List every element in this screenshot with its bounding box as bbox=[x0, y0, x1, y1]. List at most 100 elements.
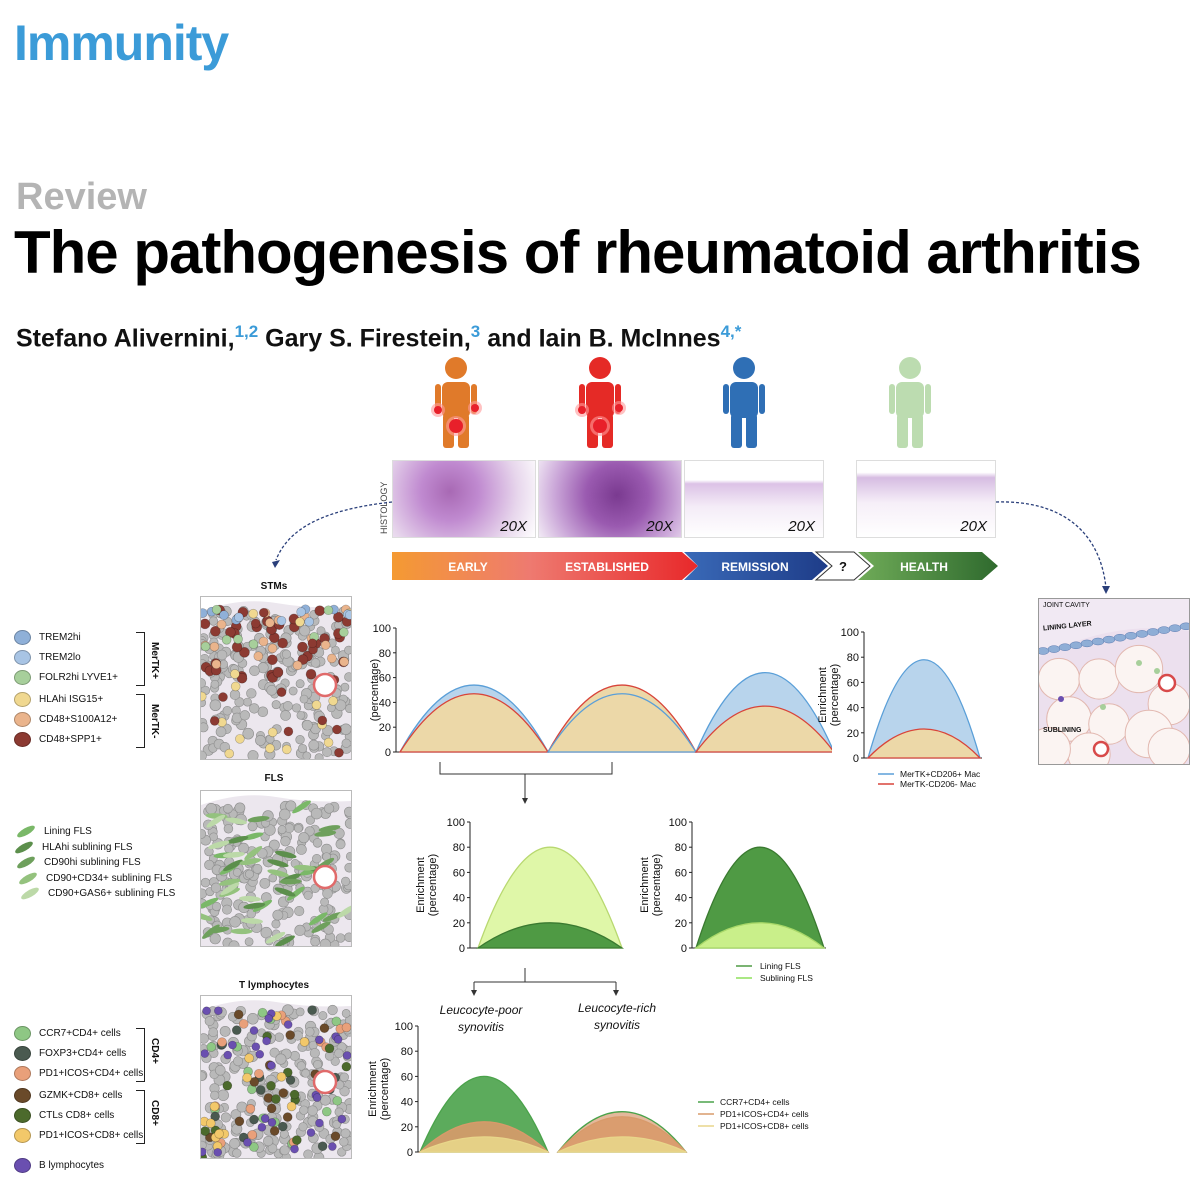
y-tick-label: 20 bbox=[675, 918, 687, 930]
joint-cavity-label: JOINT CAVITY bbox=[1043, 602, 1090, 609]
y-tick-label: 80 bbox=[453, 842, 465, 854]
y-tick-label: 0 bbox=[459, 943, 465, 955]
legend-item: HLAhi sublining FLS bbox=[13, 838, 133, 856]
legend-item: PD1+ICOS+CD4+ cells bbox=[14, 1066, 143, 1081]
tcells-title: T lymphocytes bbox=[238, 980, 310, 991]
legend-label: CCR7+CD4+ cells bbox=[39, 1028, 121, 1039]
area-pd1-icos-cd8-cells bbox=[557, 1136, 687, 1153]
area-established-inner bbox=[546, 693, 698, 753]
legend-label: PD1+ICOS+CD8+ cells bbox=[39, 1130, 144, 1141]
fibroblast-icon bbox=[17, 869, 39, 887]
author-1[interactable]: Stefano Alivernini, bbox=[16, 324, 235, 353]
histology-health: 20X bbox=[856, 460, 996, 538]
y-axis-label: (percentage) bbox=[651, 854, 663, 916]
legend-label: PD1+ICOS+CD4+ cells bbox=[39, 1068, 144, 1079]
cell-type-icon bbox=[14, 1066, 31, 1081]
chart-tcell-subsets: 020406080100Enrichment(percentage)CCR7+C… bbox=[367, 1021, 809, 1159]
y-axis-label: (percentage) bbox=[369, 659, 381, 721]
stage-arrow-unknown bbox=[814, 551, 871, 581]
chart-macrophage-health: 020406080100Enrichment(percentage)MerTK+… bbox=[817, 627, 982, 789]
magnification-label: 20X bbox=[788, 518, 815, 535]
tcells-tissue-illustration bbox=[200, 995, 352, 1159]
legend-item: FOXP3+CD4+ cells bbox=[14, 1046, 126, 1061]
legend-item: CD48+S100A12+ bbox=[14, 712, 117, 727]
fibroblast-icon bbox=[15, 854, 37, 871]
y-tick-label: 0 bbox=[681, 943, 687, 955]
y-tick-label: 20 bbox=[453, 918, 465, 930]
group-label: CD4+ bbox=[149, 1038, 160, 1064]
legend-label: CD48+S100A12+ bbox=[39, 714, 118, 725]
joint-cavity-illustration: JOINT CAVITY LINING LAYER SUBLINING bbox=[1038, 598, 1190, 765]
group-bracket bbox=[136, 1090, 145, 1144]
legend-label: FOXP3+CD4+ cells bbox=[39, 1048, 127, 1059]
legend-label: FOLR2hi LYVE1+ bbox=[39, 672, 119, 683]
author-3-affiliation[interactable]: 4,* bbox=[720, 322, 742, 341]
y-tick-label: 20 bbox=[379, 722, 391, 734]
y-tick-label: 60 bbox=[401, 1071, 413, 1083]
subtitle-leucocyte-rich: Leucocyte-rich synovitis bbox=[552, 1000, 682, 1034]
cell-type-icon bbox=[14, 692, 31, 707]
y-tick-label: 40 bbox=[379, 697, 391, 709]
author-3[interactable]: and Iain B. McInnes bbox=[480, 324, 721, 353]
legend-label: CD90hi sublining FLS bbox=[44, 857, 141, 868]
y-tick-label: 40 bbox=[453, 893, 465, 905]
magnification-label: 20X bbox=[500, 518, 527, 535]
legend-label: MerTK-CD206- Mac bbox=[900, 779, 977, 789]
subtitle-leucocyte-poor: Leucocyte-poor synovitis bbox=[416, 1002, 546, 1036]
cell-type-icon bbox=[14, 1088, 31, 1103]
fibroblast-icon bbox=[15, 823, 37, 840]
y-tick-label: 40 bbox=[675, 893, 687, 905]
y-tick-label: 0 bbox=[385, 747, 391, 759]
y-axis-label: Enrichment bbox=[639, 857, 651, 913]
legend-label: B lymphocytes bbox=[39, 1160, 105, 1171]
chart-fls-rich: 020406080100Enrichment(percentage)Lining… bbox=[639, 817, 826, 983]
legend-item: HLAhi ISG15+ bbox=[14, 692, 103, 707]
area-sublining-fls bbox=[694, 922, 826, 949]
legend-label: CTLs CD8+ cells bbox=[39, 1110, 115, 1121]
stage-arrow-early-established bbox=[392, 552, 698, 580]
legend-item: Lining FLS bbox=[15, 823, 92, 840]
subtitle-line: synovitis bbox=[457, 1020, 504, 1034]
legend-label: GZMK+CD8+ cells bbox=[39, 1090, 123, 1101]
subtitle-line: Leucocyte-poor bbox=[439, 1003, 523, 1017]
cell-type-icon bbox=[14, 712, 31, 727]
area-pd1-icos-cd8-cells bbox=[419, 1136, 549, 1153]
y-axis-label: Enrichment bbox=[415, 857, 427, 913]
author-2-affiliation[interactable]: 3 bbox=[470, 322, 481, 341]
y-tick-label: 80 bbox=[401, 1046, 413, 1058]
y-tick-label: 60 bbox=[675, 867, 687, 879]
legend-label: PD1+ICOS+CD4+ cells bbox=[720, 1109, 809, 1119]
legend-label: CD48+SPP1+ bbox=[39, 734, 102, 745]
author-2[interactable]: Gary S. Firestein, bbox=[258, 324, 471, 353]
patient-figures bbox=[431, 357, 931, 448]
magnification-label: 20X bbox=[960, 518, 987, 535]
legend-label: Lining FLS bbox=[760, 961, 801, 971]
author-1-affiliation[interactable]: 1,2 bbox=[234, 322, 259, 341]
legend-label: MerTK+CD206+ Mac bbox=[900, 769, 981, 779]
fls-title: FLS bbox=[264, 773, 284, 784]
cell-type-icon bbox=[14, 732, 31, 747]
stage-label-health: HEALTH bbox=[900, 560, 948, 574]
area-sublining-fls bbox=[477, 846, 623, 949]
disease-stage-arrows: EARLY ESTABLISHED REMISSION ? HEALTH bbox=[392, 551, 998, 581]
y-tick-label: 80 bbox=[675, 842, 687, 854]
group-bracket bbox=[136, 694, 145, 748]
legend-item: CD90+GAS6+ sublining FLS bbox=[19, 885, 175, 902]
legend-item: FOLR2hi LYVE1+ bbox=[14, 670, 118, 685]
cell-type-icon bbox=[14, 650, 31, 665]
y-axis-label: Enrichment bbox=[817, 667, 829, 723]
stage-arrow-health bbox=[858, 552, 998, 580]
y-tick-label: 60 bbox=[379, 673, 391, 685]
y-tick-label: 60 bbox=[453, 867, 465, 879]
person-icon bbox=[889, 357, 931, 448]
y-axis-label: (percentage) bbox=[427, 854, 439, 916]
legend-item: CD48+SPP1+ bbox=[14, 732, 102, 747]
article-title: The pathogenesis of rheumatoid arthritis bbox=[14, 219, 1142, 286]
histology-remission: 20X bbox=[684, 460, 824, 538]
legend-item: CTLs CD8+ cells bbox=[14, 1108, 114, 1123]
fibroblast-icon bbox=[19, 885, 41, 902]
flow-connectors bbox=[439, 762, 619, 996]
stage-label-unknown: ? bbox=[839, 559, 847, 574]
y-tick-label: 80 bbox=[847, 652, 859, 664]
